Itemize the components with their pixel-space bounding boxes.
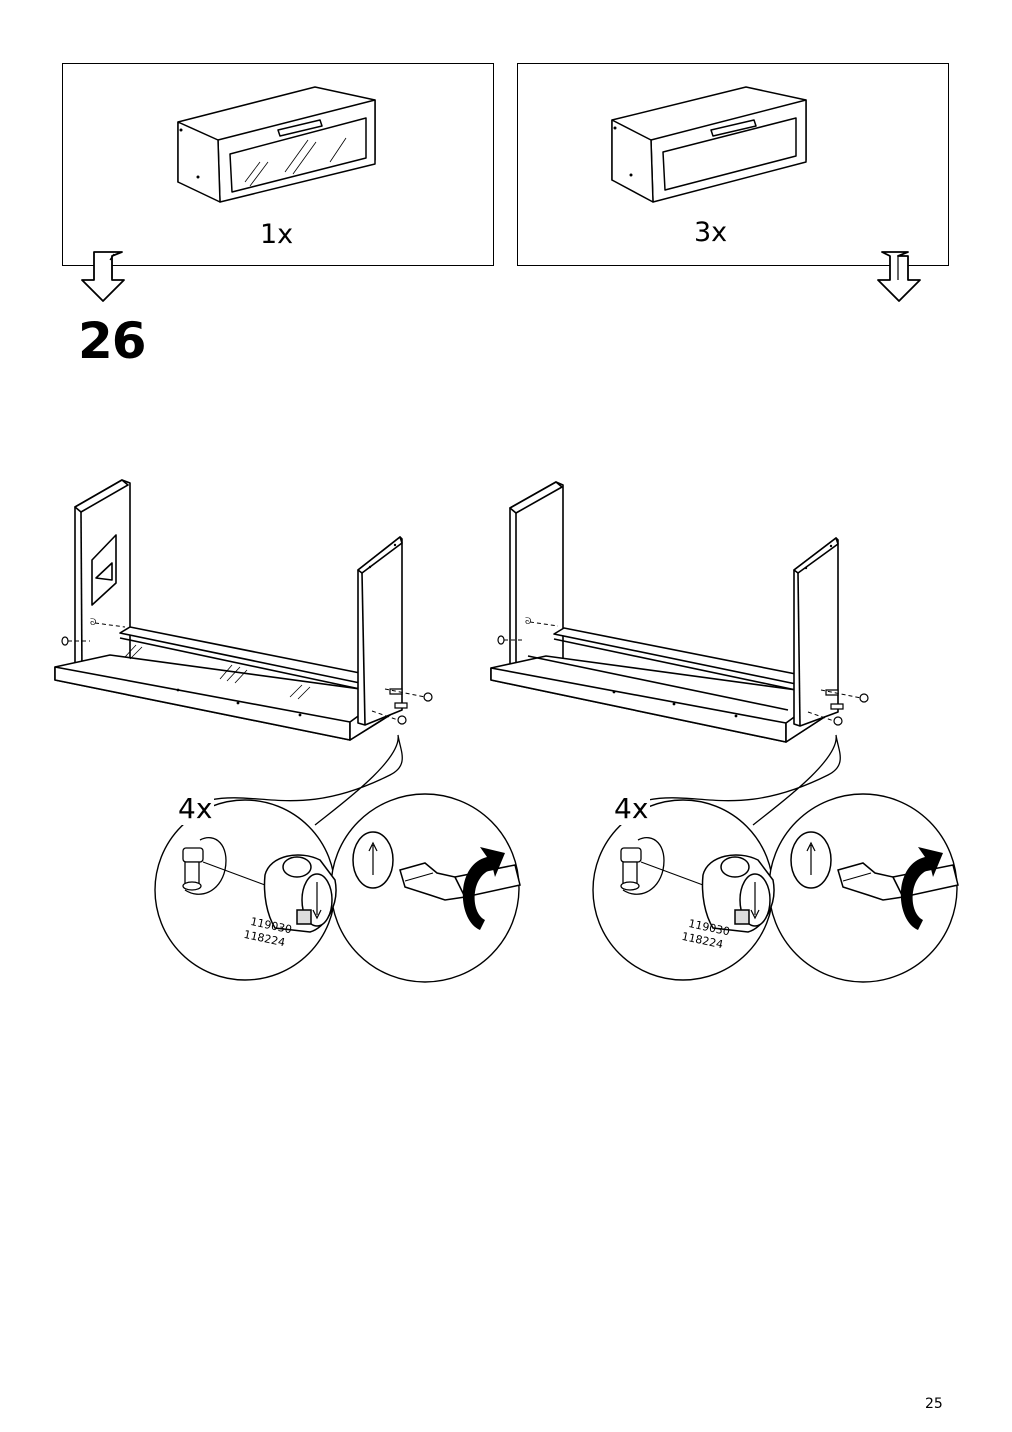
step-number: 26 <box>78 312 147 370</box>
flow-arrow-left-icon <box>80 250 130 304</box>
drawer-solid-quantity: 3x <box>694 217 728 248</box>
svg-text:ᘐ: ᘐ <box>525 617 531 627</box>
drawer-solid-illustration <box>606 82 826 212</box>
assembly-right-quantity: 4x <box>612 792 651 825</box>
flow-arrow-right-icon <box>874 250 924 304</box>
assembly-left-quantity: 4x <box>176 792 215 825</box>
drawer-glass-quantity: 1x <box>260 219 294 250</box>
screwdriver-turn-left <box>345 825 525 930</box>
cabinet-frame-solid-illustration: ᘐ <box>488 480 883 755</box>
svg-text:ᘐ: ᘐ <box>90 618 96 628</box>
cabinet-frame-glass-illustration: ᘐ <box>50 475 445 750</box>
page-number: 25 <box>925 1396 943 1412</box>
cam-lock-detail-left <box>175 820 345 950</box>
screwdriver-turn-right <box>783 825 963 930</box>
cam-lock-detail-right <box>613 820 783 950</box>
drawer-glass-illustration <box>170 82 390 212</box>
